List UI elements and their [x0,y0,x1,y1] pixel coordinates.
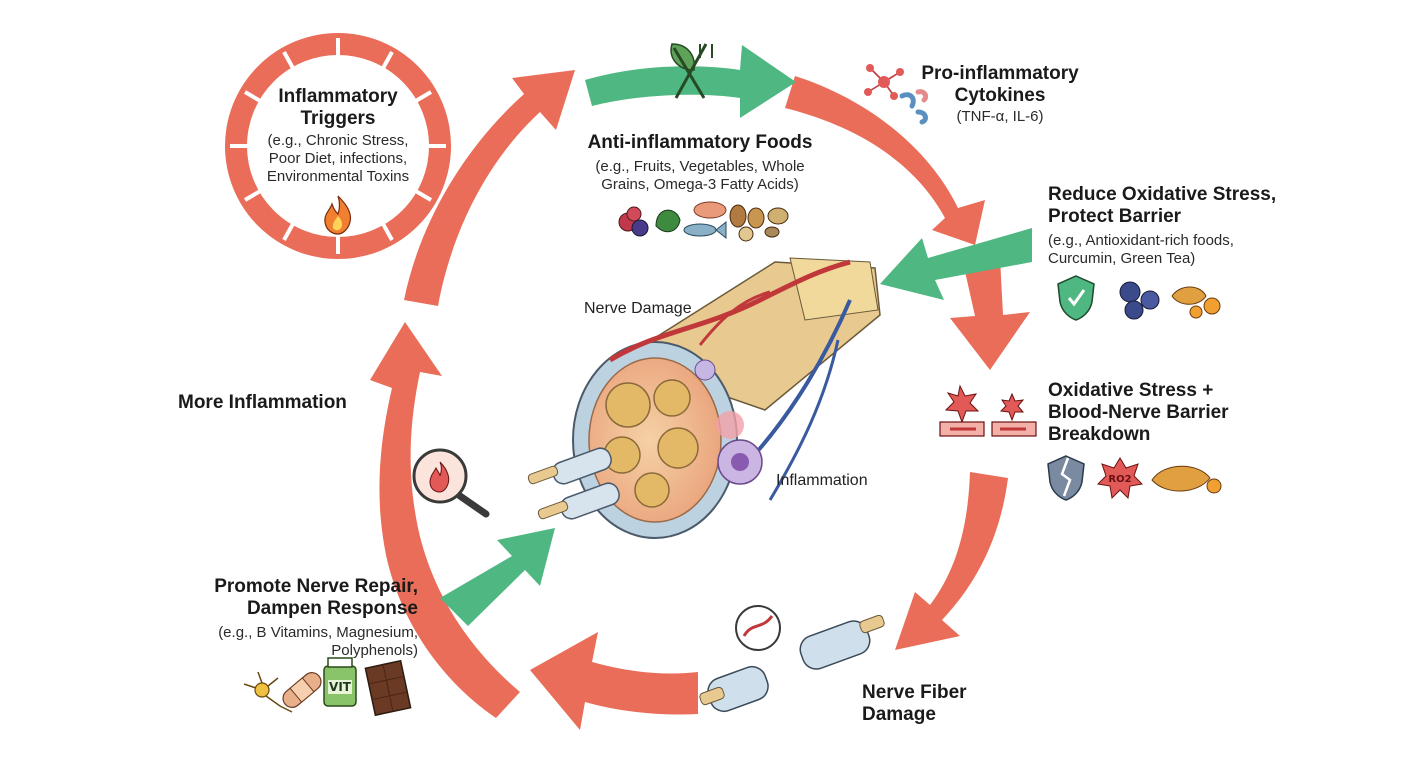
intervention-arrows [440,45,1032,626]
fork-leaf-icon [670,43,713,99]
fiber-damage-title: Nerve Fiber Damage [862,682,967,725]
foods-title: Anti-inflammatory Foods [587,132,813,153]
magnifier-flame-icon [412,448,490,518]
spark-icon [944,384,1025,424]
repair-arrow [440,528,555,626]
neuron-icon [243,671,293,713]
nerve-damage-label: Nerve Damage [584,300,692,317]
broken-shield-icon [1047,455,1085,501]
cycle-arrows [370,70,1030,730]
inflammation-label: Inflammation [776,472,868,489]
vit-label: VIT [329,680,352,694]
barrier-arrow [880,228,1032,300]
triggers-title: Inflammatory Triggers [278,86,398,129]
nerve-illustration [527,257,881,539]
foods-examples: (e.g., Fruits, Vegetables, Whole Grains,… [595,158,805,193]
food-icons [618,201,789,242]
cycle-arrow-upper-left [404,70,575,306]
blueberry-icon [1119,281,1160,320]
turmeric-icon [1171,286,1221,319]
triggers-ring [225,33,451,259]
spinach-icon [655,209,681,233]
cycle-arrow-bottom [530,632,698,730]
more-inflammation-title: More Inflammation [178,392,347,413]
flame-icon [324,195,352,235]
fish-icon [683,220,727,240]
repair-examples: (e.g., B Vitamins, Magnesium, Polyphenol… [218,624,418,659]
bandage-icon [282,672,322,708]
triggers-examples: (e.g., Chronic Stress, Poor Diet, infect… [266,132,410,185]
reduce-oxidative-title: Reduce Oxidative Stress, Protect Barrier [1048,184,1277,227]
reduce-oxidative-examples: (e.g., Antioxidant-rich foods, Curcumin,… [1048,232,1234,267]
oxidative-stress-title: Oxidative Stress + Blood-Nerve Barrier B… [1048,380,1229,445]
salmon-icon [693,201,727,219]
barrier-breakdown-icon [939,421,1037,437]
cycle-arrow-left [370,322,520,718]
ro2-label: RO2 [1108,474,1131,485]
fiber-damage-icon [699,605,885,713]
molecule-icon [864,64,929,125]
vitamin-bottle-icon: VIT [323,657,357,707]
nuts-icon [729,204,789,242]
cycle-arrow-lower-right [895,472,1008,650]
cycle-arrow-right [950,258,1030,370]
chocolate-icon [364,659,412,717]
repair-title: Promote Nerve Repair, Dampen Response [214,576,418,619]
cytokines-examples: (TNF-α, IL-6) [956,108,1044,125]
shield-check-icon [1057,275,1095,321]
ro2-badge-icon: RO2 [1096,457,1144,500]
berries-icon [618,206,649,237]
cytokines-title: Pro-inflammatory Cytokines [921,63,1079,106]
foods-arrow [585,45,796,118]
turmeric-root-icon [1151,465,1222,494]
cycle-arrow-top-right [785,76,985,245]
